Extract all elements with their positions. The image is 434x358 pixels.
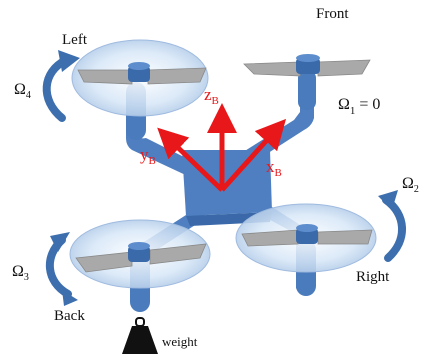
rotation-arrow-omega4 [42,50,80,122]
weight [122,317,158,354]
body-axes [157,103,287,192]
y-axis-arrow [157,127,224,192]
x-axis-label: xB [266,157,282,179]
y-axis-label: yB [140,145,156,167]
right-label: Right [356,269,390,285]
left-label: Left [62,32,88,48]
rotor-1 [243,54,371,110]
back-label: Back [54,308,85,324]
omega2-label: Ω2 [402,175,419,195]
rotation-arrow-omega2 [378,190,406,262]
omega1-label: Ω1 = 0 [338,96,380,117]
rotor-4 [71,39,209,140]
z-axis-label: zB [204,85,219,107]
rotor-2 [235,203,377,296]
x-axis-arrow [220,118,287,192]
rotation-arrow-omega3 [45,232,78,306]
weight-label: weight [162,334,198,349]
front-label: Front [316,6,349,22]
rotor-3 [69,219,211,312]
omega3-label: Ω3 [12,263,29,283]
omega4-label: Ω4 [14,81,31,101]
